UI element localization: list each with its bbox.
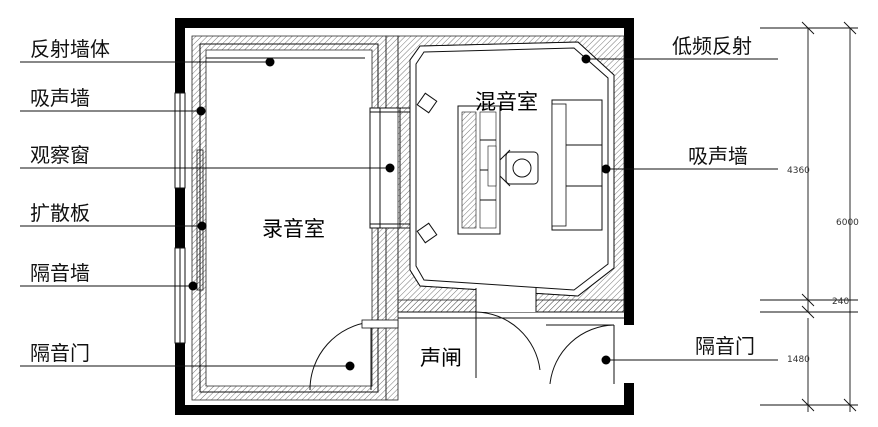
recording-room-walls — [191, 35, 387, 401]
mixing-console — [457, 105, 511, 235]
room-name-recording: 录音室 — [262, 217, 325, 241]
door-recording — [309, 319, 399, 391]
label-soundproof-door-left: 隔音门 — [30, 341, 90, 365]
label-observation-window: 观察窗 — [30, 143, 90, 167]
sound-lock — [397, 288, 625, 319]
left-leaders — [20, 57, 395, 371]
room-name-sound-lock: 声闸 — [420, 346, 462, 370]
label-bass-reflection: 低频反射 — [672, 34, 752, 58]
dimension-240: 240 — [832, 297, 849, 307]
room-name-mixing: 混音室 — [475, 90, 538, 114]
monitor-speakers — [416, 92, 438, 244]
label-reflective-wall: 反射墙体 — [30, 37, 110, 61]
door-sound-lock — [475, 311, 541, 378]
dimension-1480: 1480 — [787, 355, 810, 365]
label-soundproof-door-right: 隔音门 — [695, 334, 755, 358]
label-absorptive-wall-left: 吸声墙 — [30, 86, 90, 110]
label-diffuser-panel: 扩散板 — [30, 201, 90, 225]
dimension-lines — [760, 21, 858, 412]
dimension-4360: 4360 — [787, 166, 810, 176]
right-leaders — [581, 54, 778, 365]
dimension-6000: 6000 — [836, 218, 859, 228]
label-soundproof-wall: 隔音墙 — [30, 261, 90, 285]
outer-walls — [174, 18, 634, 415]
door-exit — [546, 324, 615, 385]
sofa — [551, 99, 603, 231]
label-absorptive-wall-right: 吸声墙 — [688, 144, 748, 168]
chair — [505, 151, 539, 185]
